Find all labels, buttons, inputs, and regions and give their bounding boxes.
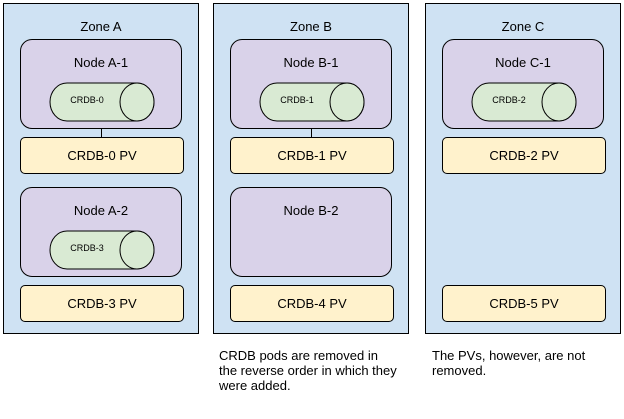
caption-line: removed. xyxy=(432,363,487,378)
node-title: Node A-1 xyxy=(73,55,129,70)
pv-crdb-4: CRDB-4 PV xyxy=(230,285,394,322)
zone-title: Zone A xyxy=(80,19,122,34)
pv-crdb-2: CRDB-2 PV xyxy=(442,137,606,174)
zone-a: Zone A Node A-1 CRDB-0 CRDB-0 PV Node A-… xyxy=(3,3,199,334)
pod-label: CRDB-3 xyxy=(70,243,104,253)
node-title: Node B-2 xyxy=(283,203,339,218)
connector-line xyxy=(101,129,102,139)
cylinder-shape xyxy=(49,82,155,122)
caption-zone-b: CRDB pods are removed in the reverse ord… xyxy=(219,348,397,393)
pod-label: CRDB-0 xyxy=(70,95,104,105)
node-a-1: Node A-1 CRDB-0 xyxy=(20,39,182,129)
cylinder-shape xyxy=(259,82,365,122)
pod-crdb-0: CRDB-0 xyxy=(49,82,155,122)
caption-line: The PVs, however, are not xyxy=(432,348,586,363)
node-b-2: Node B-2 xyxy=(230,187,392,277)
pod-crdb-2: CRDB-2 xyxy=(471,82,577,122)
pv-crdb-3: CRDB-3 PV xyxy=(20,285,184,322)
zone-title: Zone B xyxy=(290,19,332,34)
node-title: Node C-1 xyxy=(495,55,551,70)
zone-b: Zone B Node B-1 CRDB-1 CRDB-1 PV Node B-… xyxy=(213,3,409,334)
caption-line: the reverse order in which they xyxy=(219,363,397,378)
pod-label: CRDB-1 xyxy=(280,95,314,105)
pv-crdb-0: CRDB-0 PV xyxy=(20,137,184,174)
zone-c: Zone C Node C-1 CRDB-2 CRDB-2 PV CRDB-5 … xyxy=(425,3,621,334)
pod-crdb-1: CRDB-1 xyxy=(259,82,365,122)
caption-line: were added. xyxy=(219,378,291,393)
caption-line: CRDB pods are removed in xyxy=(219,348,378,363)
node-c-1: Node C-1 CRDB-2 xyxy=(442,39,604,129)
node-title: Node A-2 xyxy=(73,203,129,218)
zone-title: Zone C xyxy=(501,19,545,34)
pv-crdb-1: CRDB-1 PV xyxy=(230,137,394,174)
cylinder-shape xyxy=(49,230,155,270)
connector-line xyxy=(311,129,312,139)
node-b-1: Node B-1 CRDB-1 xyxy=(230,39,392,129)
node-a-2: Node A-2 CRDB-3 xyxy=(20,187,182,277)
caption-zone-c: The PVs, however, are not removed. xyxy=(432,348,585,378)
pv-crdb-5: CRDB-5 PV xyxy=(442,285,606,322)
cylinder-shape xyxy=(471,82,577,122)
node-title: Node B-1 xyxy=(283,55,339,70)
pod-crdb-3: CRDB-3 xyxy=(49,230,155,270)
pod-label: CRDB-2 xyxy=(492,95,526,105)
